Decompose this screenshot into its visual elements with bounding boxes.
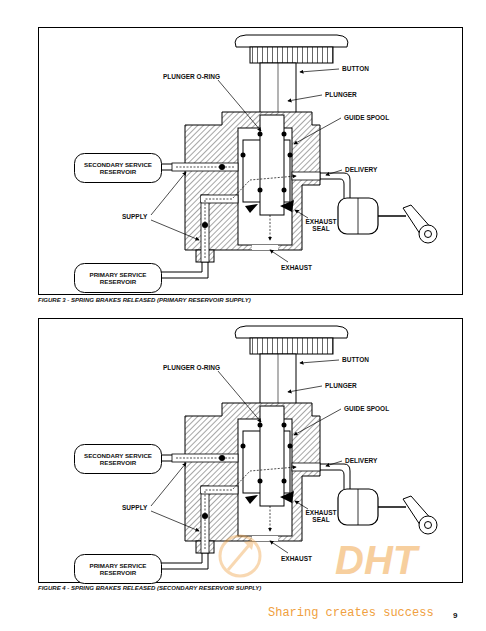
reservoir-tank: SECONDARY SERVICE RESERVOIR xyxy=(74,153,162,183)
tank-label: SECONDARY SERVICE RESERVOIR xyxy=(74,161,162,175)
port-label: SUPPLY xyxy=(122,213,147,220)
part-label: PLUNGER O-RING xyxy=(163,364,220,371)
port-label: DELIVERY xyxy=(345,166,377,173)
part-label: BUTTON xyxy=(342,65,369,72)
watermark: DHT xyxy=(335,540,417,580)
page-number: 9 xyxy=(453,611,457,620)
reservoir-tank: PRIMARY SERVICE RESERVOIR xyxy=(74,263,162,293)
part-label: PLUNGER xyxy=(325,382,357,389)
reservoir-tank: PRIMARY SERVICE RESERVOIR xyxy=(74,554,162,584)
reservoir-tank: SECONDARY SERVICE RESERVOIR xyxy=(74,444,162,474)
tank-label: PRIMARY SERVICE RESERVOIR xyxy=(74,562,162,576)
part-label: PLUNGER O-RING xyxy=(163,73,220,80)
tank-label: SECONDARY SERVICE RESERVOIR xyxy=(74,452,162,466)
part-label: GUIDE SPOOL xyxy=(344,114,389,121)
figure-caption: FIGURE 3 - SPRING BRAKES RELEASED (PRIMA… xyxy=(38,297,251,303)
part-label: BUTTON xyxy=(342,356,369,363)
figure-caption: FIGURE 4 - SPRING BRAKES RELEASED (SECON… xyxy=(38,585,261,591)
part-label: EXHAUST SEAL xyxy=(305,509,337,524)
watermark-slogan: Sharing creates success xyxy=(268,607,434,621)
watermark-logo xyxy=(220,536,260,576)
tank-label: PRIMARY SERVICE RESERVOIR xyxy=(74,271,162,285)
part-label: GUIDE SPOOL xyxy=(344,405,389,412)
part-label: EXHAUST SEAL xyxy=(305,218,337,233)
port-label: EXHAUST xyxy=(281,264,312,271)
port-label: SUPPLY xyxy=(122,504,147,511)
port-label: EXHAUST xyxy=(281,555,312,562)
port-label: DELIVERY xyxy=(345,457,377,464)
figure-frame: FIGURE 3 - SPRING BRAKES RELEASED (PRIMA… xyxy=(38,27,463,295)
part-label: PLUNGER xyxy=(325,91,357,98)
